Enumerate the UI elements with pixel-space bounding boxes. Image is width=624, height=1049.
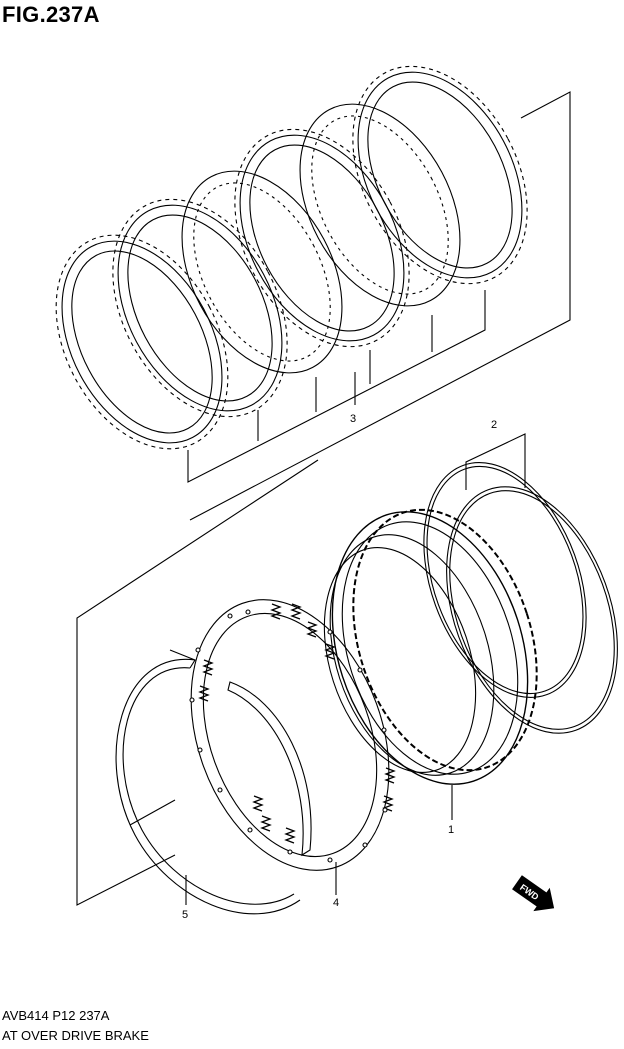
retainer-rivets bbox=[189, 609, 388, 863]
figure-code: AVB414 P12 237A bbox=[2, 1008, 110, 1023]
spring-retainer bbox=[189, 599, 396, 871]
callout-4: 4 bbox=[333, 897, 339, 909]
retainer-springs bbox=[198, 603, 396, 844]
lower-frame bbox=[76, 459, 319, 906]
leader-callout-3 bbox=[187, 290, 486, 483]
figure-title: FIG.237A bbox=[2, 2, 100, 27]
steel-plate-3 bbox=[234, 128, 410, 348]
friction-plate-4 bbox=[299, 103, 461, 307]
front-steel-plate bbox=[55, 234, 229, 450]
brake-piston bbox=[323, 508, 538, 785]
callout-2: 2 bbox=[491, 419, 497, 431]
callout-1: 1 bbox=[448, 824, 454, 836]
friction-plate-2 bbox=[181, 170, 343, 374]
callout-5: 5 bbox=[182, 909, 188, 921]
leader-callout-2 bbox=[465, 433, 526, 490]
seal-ring-outer bbox=[446, 486, 618, 734]
figure-name: AT OVER DRIVE BRAKE bbox=[2, 1028, 149, 1043]
steel-plate-1 bbox=[112, 198, 288, 418]
seal-ring-inner bbox=[423, 462, 587, 698]
snap-ring bbox=[115, 649, 312, 915]
upper-frame bbox=[189, 91, 571, 521]
callout-3: 3 bbox=[350, 413, 356, 425]
fwd-arrow-icon: FWD bbox=[512, 875, 555, 912]
plate-stack-group: 3 bbox=[55, 65, 571, 521]
piston-group: 2 1 4 5 bbox=[76, 419, 618, 921]
steel-plate-5 bbox=[352, 65, 528, 285]
